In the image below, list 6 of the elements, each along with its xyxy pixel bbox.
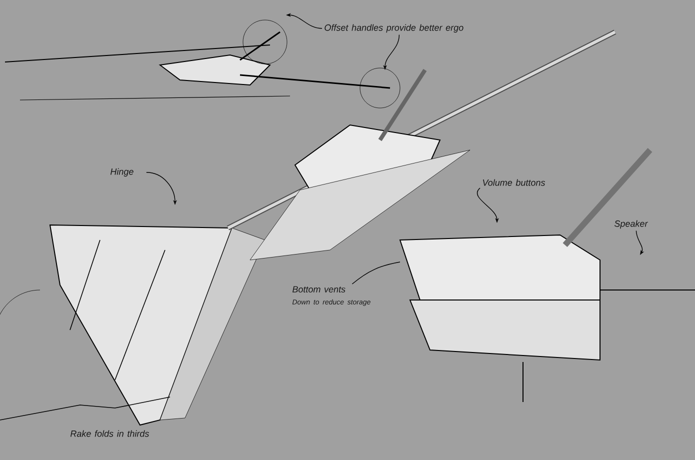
handwritten-note: Offset handles provide better ergo [324, 24, 464, 33]
handwritten-note: Hinge [110, 168, 134, 177]
handwritten-note: Rake folds in thirds [70, 430, 150, 437]
handwritten-note: Volume buttons [483, 179, 546, 186]
leader-line [352, 262, 400, 284]
handwritten-note: Speaker [614, 220, 648, 229]
